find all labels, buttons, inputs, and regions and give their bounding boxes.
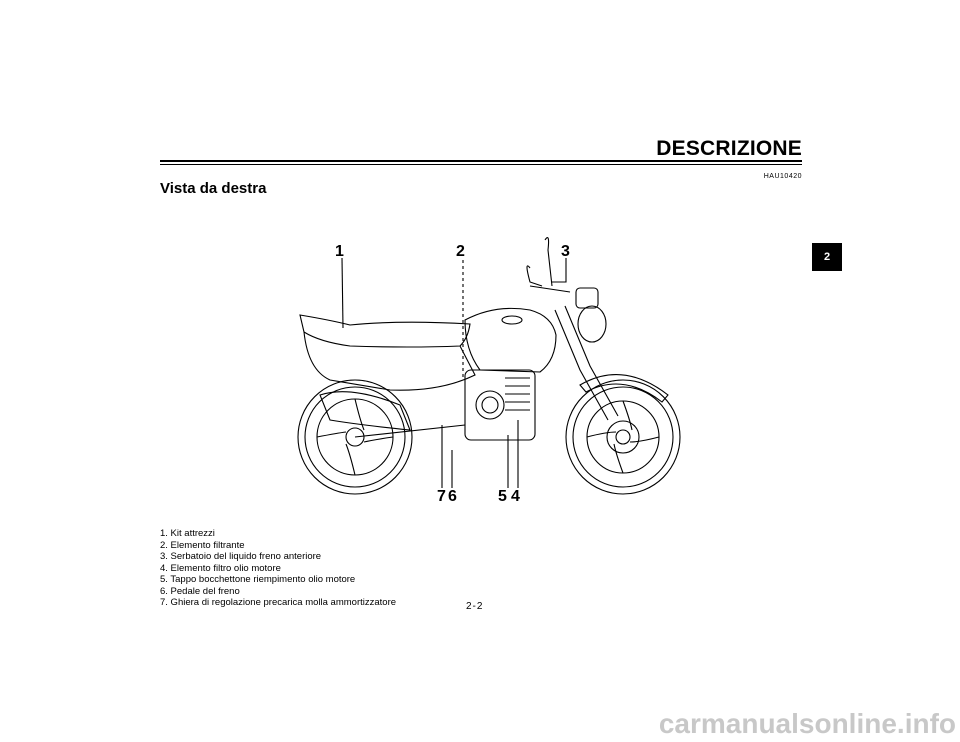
callout-5: 5 <box>498 488 507 505</box>
callout-6: 6 <box>448 488 457 505</box>
legend-item: 3. Serbatoio del liquido freno anteriore <box>160 551 322 562</box>
leader-line-3 <box>552 258 567 283</box>
legend-item: 2. Elemento filtrante <box>160 539 245 551</box>
legend-item: 7. Ghiera di regolazione precarica molla… <box>160 597 397 608</box>
callout-3: 3 <box>561 243 570 260</box>
callout-1: 1 <box>335 243 344 260</box>
legend-item: 4. Elemento filtro olio motore <box>160 562 281 574</box>
document-code: HAU10420 <box>763 173 802 180</box>
page-number: 2-2 <box>466 601 484 612</box>
legend-item: 1. Kit attrezzi <box>160 528 215 539</box>
legend-item: 6. Pedale del freno <box>160 585 240 597</box>
callout-7: 7 <box>437 488 446 505</box>
chapter-tab: 2 <box>812 243 842 271</box>
leader-line-1 <box>341 257 344 329</box>
legend-item: 5. Tappo bocchettone riempimento olio mo… <box>160 574 356 585</box>
page-title: DESCRIZIONE <box>656 137 802 160</box>
rear-wheel-drawing <box>297 379 413 495</box>
header-rule-thick <box>160 160 802 162</box>
section-title: Vista da destra <box>160 180 267 197</box>
watermark: carmanualsonline.info <box>658 708 956 739</box>
header-rule-thin <box>160 164 802 165</box>
figure-legend: 1. Kit attrezzi 2. Elemento filtrante 3.… <box>160 528 396 609</box>
callout-2: 2 <box>456 243 465 260</box>
front-wheel-drawing <box>565 379 681 495</box>
motorcycle-illustration <box>297 237 681 495</box>
callout-4: 4 <box>511 488 520 505</box>
